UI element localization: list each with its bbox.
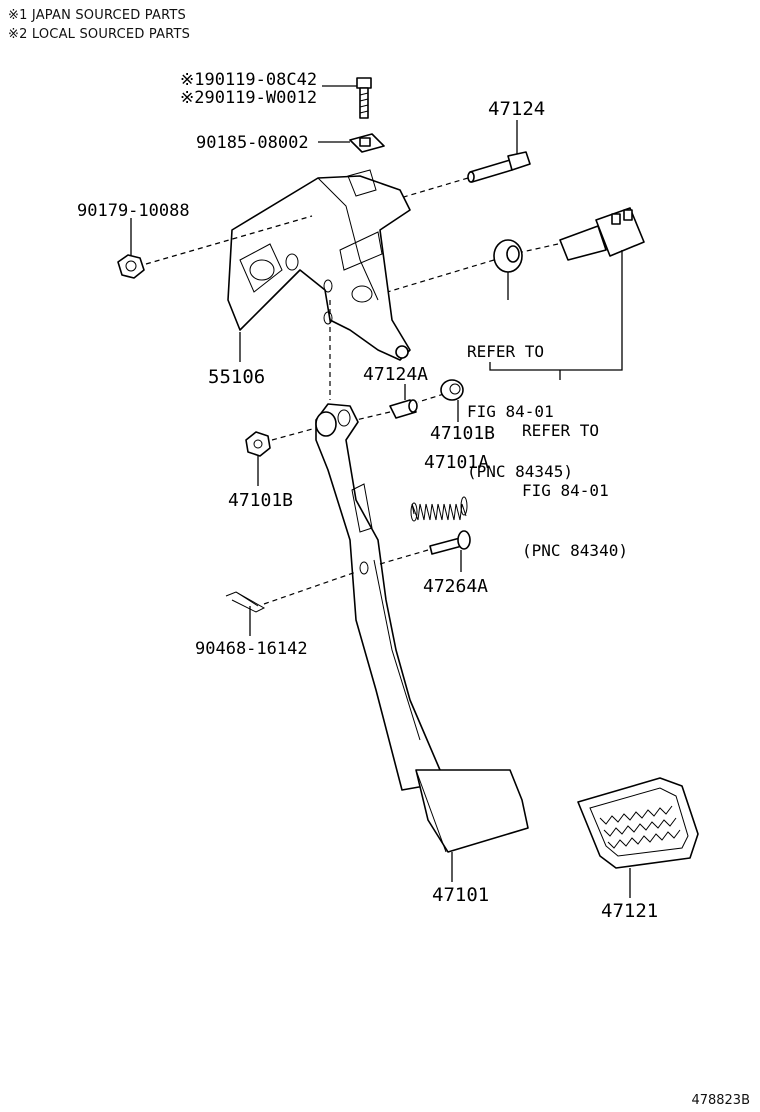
bracket-55106-drawing — [227, 169, 411, 361]
bushing-47124A-drawing — [389, 399, 418, 419]
part-number-nut[interactable]: 90179-10088 — [77, 201, 190, 221]
bushing-47101B-right-drawing — [440, 379, 464, 401]
pin-47264A-drawing — [429, 530, 471, 555]
dash-47124A — [355, 411, 391, 421]
part-number-bushing-b-left[interactable]: 47101B — [228, 490, 294, 511]
pedal-47101-drawing — [315, 403, 529, 853]
dash-47101B-left — [271, 427, 317, 441]
part-number-clip[interactable]: 90185-08002 — [196, 133, 309, 153]
part-number-pin-bolt[interactable]: 47124 — [488, 98, 546, 120]
part-number-bracket[interactable]: 55106 — [208, 366, 266, 388]
reference-1-line-3: (PNC 84345) — [467, 462, 573, 481]
reference-2-line-1: REFER TO — [522, 421, 600, 440]
pedal-pad-47121-drawing — [577, 777, 699, 869]
dash-collar — [383, 259, 495, 294]
dash-nut — [145, 215, 313, 265]
pin-bolt-47124-drawing — [467, 151, 531, 183]
collar-drawing — [493, 239, 523, 273]
part-number-pedal-pad[interactable]: 47121 — [601, 900, 659, 922]
nut-90179-drawing — [117, 254, 145, 279]
part-number-spring[interactable]: 47101A — [424, 452, 490, 473]
leader-ref2 — [489, 250, 623, 371]
dash-switch — [521, 243, 559, 253]
spring-47101A-drawing — [410, 496, 468, 522]
reference-2-line-3: (PNC 84340) — [522, 541, 628, 560]
part-number-bolt-local[interactable]: ※290119-W0012 — [180, 88, 318, 108]
part-number-bushing-b-right[interactable]: 47101B — [430, 423, 496, 444]
part-number-pedal[interactable]: 47101 — [432, 884, 490, 906]
part-number-cotter-pin[interactable]: 90468-16142 — [195, 639, 308, 659]
stop-lamp-switch-drawing — [559, 207, 645, 261]
bushing-47101B-left-drawing — [245, 431, 271, 457]
bolt-90119-drawing — [356, 77, 372, 119]
note-japan-sourced: ※1 JAPAN SOURCED PARTS — [8, 8, 186, 23]
reference-pnc-84345[interactable]: REFER TO FIG 84-01 (PNC 84345) — [467, 302, 573, 502]
dash-47101B-right — [417, 393, 445, 403]
note-local-sourced: ※2 LOCAL SOURCED PARTS — [8, 27, 191, 42]
dash-47264A — [379, 549, 429, 565]
cotter-pin-90468-drawing — [225, 591, 266, 613]
clip-90185-drawing — [349, 133, 385, 153]
part-number-bushing-a[interactable]: 47124A — [363, 364, 429, 385]
reference-pnc-84340[interactable]: REFER TO FIG 84-01 (PNC 84340) — [522, 381, 628, 581]
reference-1-line-2: FIG 84-01 — [467, 402, 554, 421]
dash-cotter — [263, 571, 357, 605]
figure-code: 478823B — [691, 1093, 750, 1108]
reference-1-line-1: REFER TO — [467, 342, 545, 361]
reference-2-line-2: FIG 84-01 — [522, 481, 609, 500]
part-number-bolt-japan[interactable]: ※190119-08C42 — [180, 70, 318, 90]
part-number-pin[interactable]: 47264A — [423, 576, 489, 597]
